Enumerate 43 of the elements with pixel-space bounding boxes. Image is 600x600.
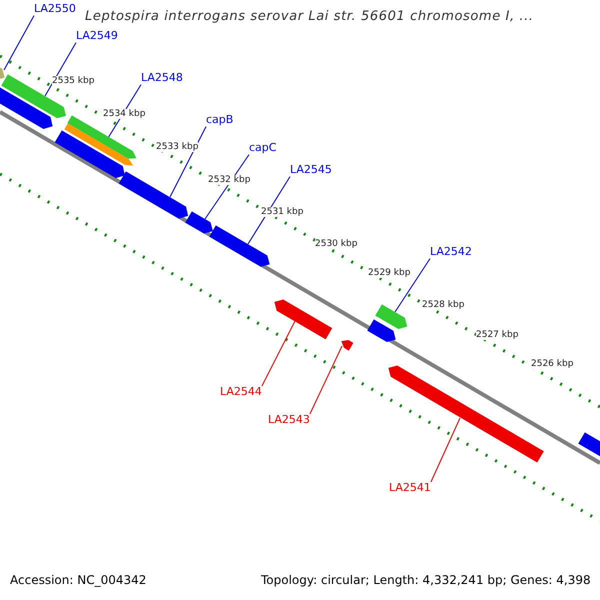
scale-label: 2531 kbp — [261, 207, 304, 218]
scale-label: 2527 kbp — [476, 330, 518, 340]
scale-label: 2529 kbp — [368, 268, 410, 278]
gene-label: LA2541 — [389, 482, 431, 495]
scale-label: 2532 kbp — [208, 175, 250, 186]
footer-text: Topology: circular; Length: 4,332,241 bp; Genes: 4,398 — [261, 574, 591, 588]
gene-label: capC — [249, 142, 276, 155]
gene-label: LA2544 — [220, 386, 262, 399]
gene-label: LA2542 — [430, 246, 472, 259]
leader-line — [394, 258, 430, 312]
gene-label: LA2543 — [268, 414, 310, 427]
footer-text: Accession: NC_004342 — [10, 574, 146, 588]
scale-label: 2530 kbp — [315, 239, 358, 250]
map-title: Leptospira interrogans serovar Lai str. 56601 chromosome I, ... — [85, 10, 534, 25]
gene-feature — [0, 87, 53, 130]
gene-feature — [388, 365, 544, 462]
scale-label: 2528 kbp — [422, 300, 464, 310]
leader-line — [430, 418, 460, 482]
gene-feature — [375, 304, 408, 330]
gene-feature — [578, 432, 600, 458]
gene-feature — [54, 130, 125, 178]
gene-label: LA2545 — [290, 164, 332, 177]
gene-feature — [341, 340, 354, 351]
leader-line — [44, 42, 76, 96]
leader-line — [309, 346, 342, 414]
scale-label: 2533 kbp — [156, 142, 198, 152]
leader-line — [4, 15, 34, 70]
leader-line — [248, 176, 290, 244]
gene-feature — [185, 211, 213, 234]
gene-label: LA2550 — [34, 3, 76, 16]
scale-label: 2535 kbp — [52, 76, 94, 86]
scale-label: 2534 kbp — [103, 109, 146, 120]
gene-feature — [64, 123, 134, 166]
gene-label: capB — [206, 114, 234, 127]
scale-label: 2526 kbp — [531, 359, 574, 370]
leader-line — [261, 320, 296, 386]
gene-feature — [274, 299, 332, 340]
gene-feature — [209, 225, 270, 267]
gene-feature — [367, 319, 396, 342]
gene-label: LA2548 — [141, 72, 183, 85]
gene-feature — [118, 171, 188, 219]
gene-label: LA2549 — [76, 30, 118, 43]
leader-line — [170, 126, 206, 198]
